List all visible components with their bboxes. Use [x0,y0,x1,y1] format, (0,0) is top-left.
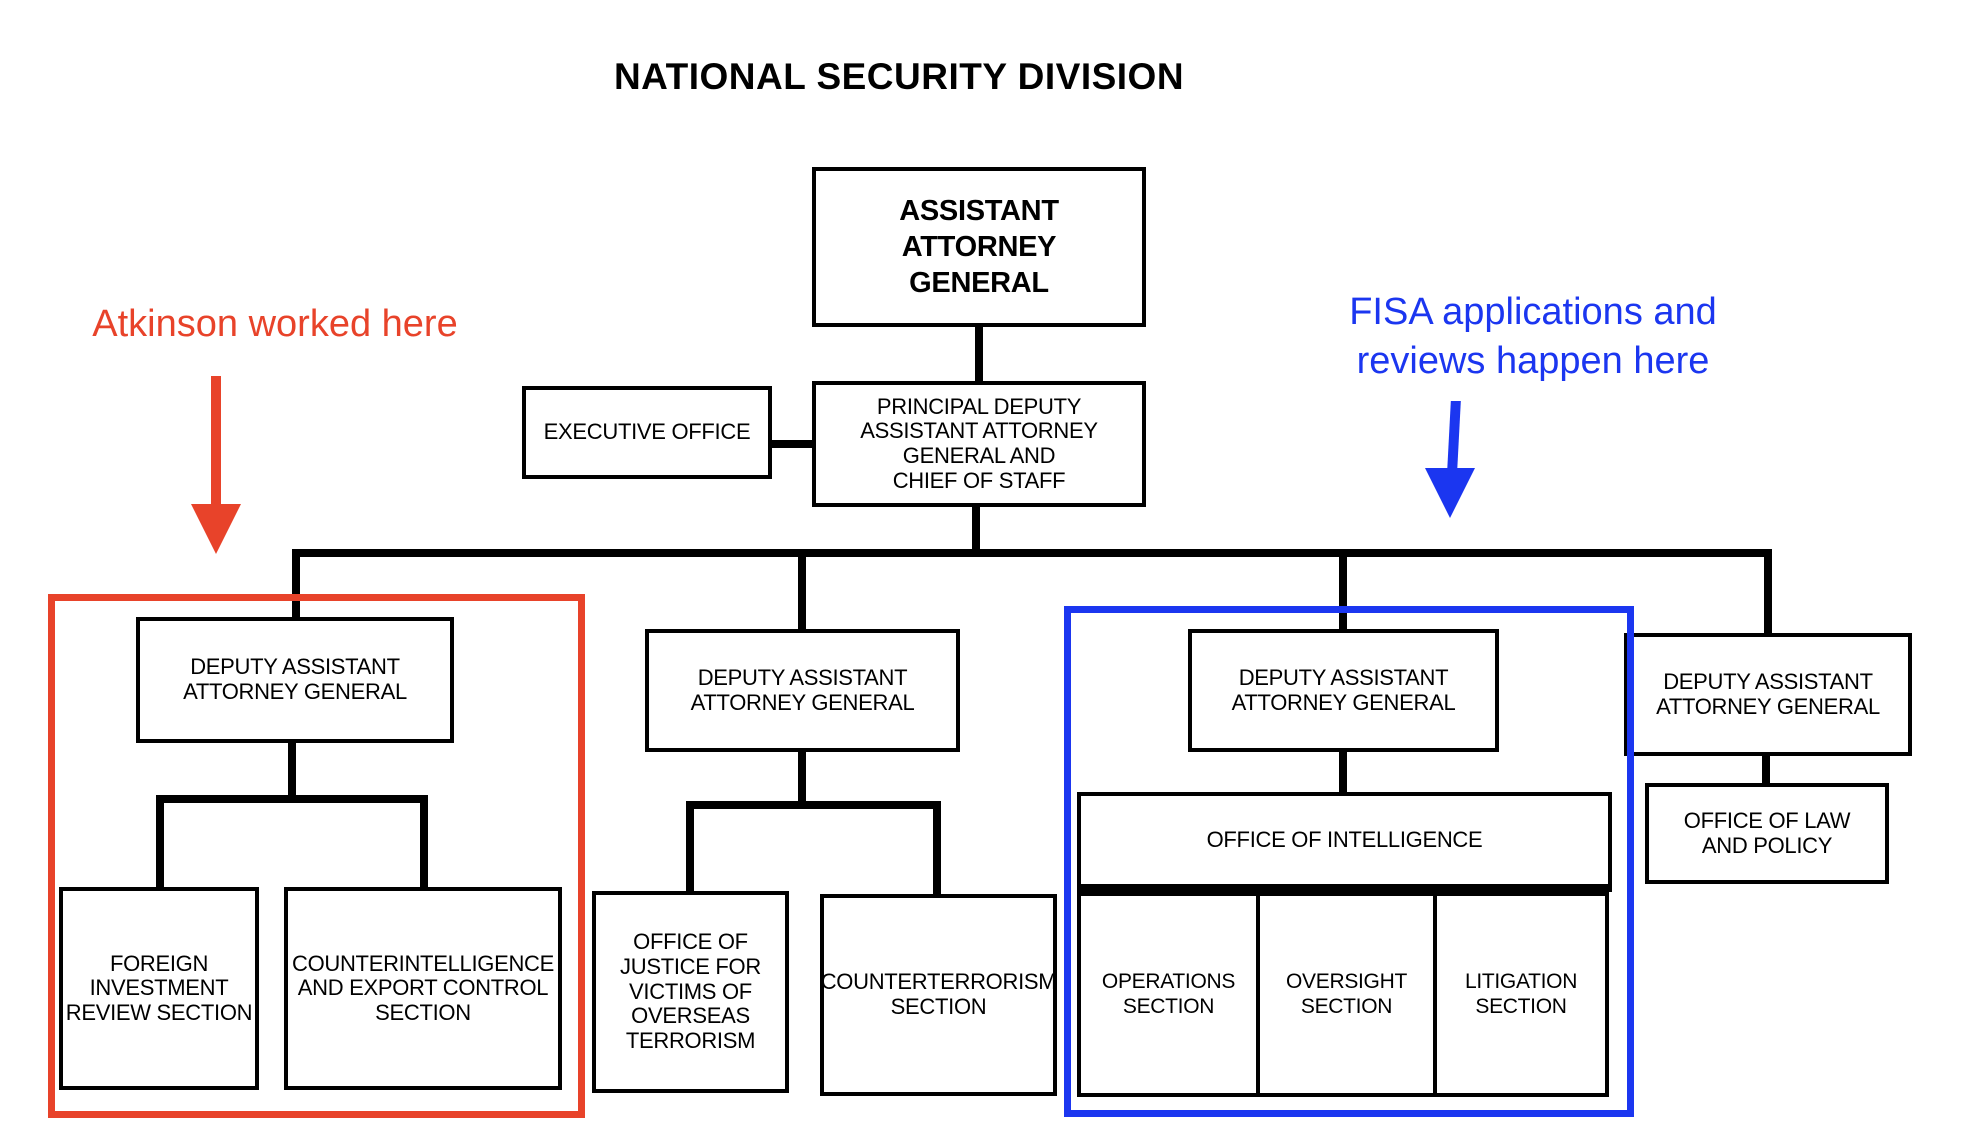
red-annotation-text: Atkinson worked here [92,303,458,345]
litigation-section: LITIGATION SECTION [1437,896,1605,1093]
principal-deputy-box: PRINCIPAL DEPUTY ASSISTANT ATTORNEY GENE… [812,381,1146,507]
assistant-attorney-general-label: ASSISTANT ATTORNEY GENERAL [899,194,1059,300]
branch3-stem [1339,750,1347,794]
office-of-law-and-policy-label: OFFICE OF LAW AND POLICY [1683,807,1851,858]
litigation-section-label: LITIGATION SECTION [1464,970,1578,1018]
red-arrow-head-icon [191,504,241,554]
blue-arrow-shaft [1447,401,1461,471]
foreign-investment-review-section-box: FOREIGN INVESTMENT REVIEW SECTION [59,887,259,1090]
counterterrorism-section-label: COUNTERTERRORISM SECTION [820,969,1057,1019]
office-of-intelligence-label: OFFICE OF INTELLIGENCE [1206,826,1483,852]
bus-drop-4 [1764,549,1772,635]
branch4-stem [1762,754,1770,785]
daag-label: DEPUTY ASSISTANT ATTORNEY GENERAL [1656,668,1880,719]
daag-box-4: DEPUTY ASSISTANT ATTORNEY GENERAL [1624,633,1912,756]
branch1-bar [156,795,428,803]
daag-label: DEPUTY ASSISTANT ATTORNEY GENERAL [690,664,915,715]
intelligence-sections-row: OPERATIONS SECTION OVERSIGHT SECTION LIT… [1077,892,1609,1097]
connector-aag-to-pdaag [975,325,983,383]
counterintelligence-export-control-label: COUNTERINTELLIGENCE AND EXPORT CONTROL S… [291,950,554,1025]
executive-office-label: EXECUTIVE OFFICE [543,419,751,445]
daag-label: DEPUTY ASSISTANT ATTORNEY GENERAL [1231,664,1456,715]
counterintelligence-export-control-box: COUNTERINTELLIGENCE AND EXPORT CONTROL S… [284,887,562,1090]
bus-drop-2 [798,549,806,631]
blue-highlight-frame [1064,606,1634,1117]
foreign-investment-review-section-label: FOREIGN INVESTMENT REVIEW SECTION [65,950,253,1025]
bus-drop-1 [292,549,300,619]
red-highlight-frame [48,594,585,1118]
chart-title: NATIONAL SECURITY DIVISION [613,56,1185,97]
daag-box-2: DEPUTY ASSISTANT ATTORNEY GENERAL [645,629,960,752]
branch2-stem [798,750,806,806]
counterterrorism-section-box: COUNTERTERRORISM SECTION [820,894,1057,1096]
connector-exec-to-pdaag [769,440,814,448]
branch1-drop-right [420,795,428,889]
principal-deputy-label: PRINCIPAL DEPUTY ASSISTANT ATTORNEY GENE… [860,393,1098,493]
horizontal-bus [292,549,1772,557]
office-of-intelligence-box: OFFICE OF INTELLIGENCE [1077,792,1612,892]
ojvot-box: OFFICE OF JUSTICE FOR VICTIMS OF OVERSEA… [592,891,789,1093]
bus-drop-3 [1339,549,1347,631]
daag-box-1: DEPUTY ASSISTANT ATTORNEY GENERAL [136,617,454,743]
branch2-bar [686,801,941,809]
office-of-law-and-policy-box: OFFICE OF LAW AND POLICY [1645,783,1889,884]
oversight-section-label: OVERSIGHT SECTION [1286,970,1407,1018]
operations-section: OPERATIONS SECTION [1081,896,1260,1093]
oversight-section: OVERSIGHT SECTION [1260,896,1437,1093]
blue-annotation-text: FISA applications and reviews happen her… [1349,291,1717,382]
assistant-attorney-general-box: ASSISTANT ATTORNEY GENERAL [812,167,1146,327]
red-arrow-shaft [211,376,221,506]
executive-office-box: EXECUTIVE OFFICE [522,386,772,479]
blue-arrow-head-icon [1425,468,1475,518]
connector-pdaag-to-bus [972,505,980,555]
branch1-drop-left [156,795,164,889]
branch1-stem [288,741,296,799]
branch2-drop-left [686,801,694,893]
ojvot-label: OFFICE OF JUSTICE FOR VICTIMS OF OVERSEA… [620,929,761,1053]
operations-section-label: OPERATIONS SECTION [1101,970,1236,1018]
daag-label: DEPUTY ASSISTANT ATTORNEY GENERAL [183,654,407,704]
branch2-drop-right [933,801,941,896]
daag-box-3: DEPUTY ASSISTANT ATTORNEY GENERAL [1188,629,1499,752]
